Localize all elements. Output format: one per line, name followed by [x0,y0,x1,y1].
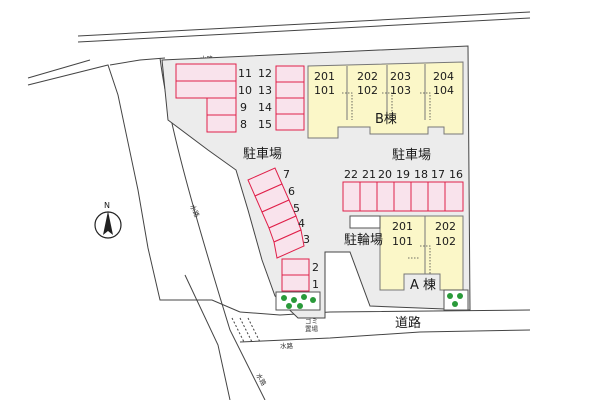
waterway-label-left: 水路 [188,203,202,219]
north-arrow: N [94,201,122,239]
parking-space-20 [376,181,395,212]
a-unit-102: 102 [435,235,456,248]
parking-label-19: 19 [396,168,410,181]
parking-label-5: 5 [293,202,300,215]
parking-label-3: 3 [303,233,310,246]
waterway-label-bottom: 水路 [280,341,294,350]
parking-block-lower [281,258,310,292]
parking-space-21 [359,181,378,212]
parking-area-label-right: 駐車場 [392,148,431,163]
parking-space-17 [427,181,446,212]
parking-area-label-left: 駐車場 [243,147,282,162]
a-unit-201: 201 [392,220,413,233]
parking-space-15 [275,113,305,131]
parking-space-19 [393,181,412,212]
parking-label-21: 21 [362,168,376,181]
building-a [379,215,464,291]
parking-space-14 [275,97,305,115]
parking-label-17: 17 [431,168,445,181]
building-b [307,61,464,139]
parking-space-3 [273,229,305,259]
parking-label-7: 7 [283,168,290,181]
a-unit-202: 202 [435,220,456,233]
parking-space-22 [342,181,361,212]
parking-block-center-row [342,181,464,212]
trees-left [275,291,321,311]
b-unit-104: 104 [433,84,454,97]
waterway-label-lower-left: 水路 [254,372,269,388]
building-b-name: B棟 [375,112,397,127]
bicycle-parking [349,215,381,229]
parking-label-12: 12 [258,67,272,80]
garbage-label-line2: 置場 [305,324,319,333]
road-label: 道路 [395,315,421,331]
parking-label-2: 2 [312,261,319,274]
parking-space-9 [206,97,237,116]
b-unit-101: 101 [314,84,335,97]
parking-space-12 [275,65,305,83]
bicycle-parking-label: 駐輪場 [344,232,383,248]
b-unit-204: 204 [433,70,454,83]
b-unit-103: 103 [390,84,411,97]
parking-space-16 [444,181,464,212]
b-unit-203: 203 [390,70,411,83]
parking-space-2 [281,258,310,276]
parking-label-18: 18 [414,168,428,181]
parking-label-11: 11 [238,67,252,80]
north-label: N [104,201,110,210]
parking-label-22: 22 [344,168,358,181]
parking-label-16: 16 [449,168,463,181]
building-a-name: A 棟 [410,278,436,293]
parking-space-18 [410,181,429,212]
garbage-label-line1: ゴミ [305,316,318,325]
parking-block-diagonal [247,167,305,259]
parking-label-15: 15 [258,118,272,131]
parking-label-4: 4 [298,217,305,230]
b-unit-102: 102 [357,84,378,97]
b-unit-202: 202 [357,70,378,83]
parking-space-10 [175,80,237,99]
parking-space-13 [275,81,305,99]
parking-label-9: 9 [240,101,247,114]
b-unit-201: 201 [314,70,335,83]
parking-label-13: 13 [258,84,272,97]
parking-space-11 [175,63,237,82]
parking-label-1: 1 [312,278,319,291]
parking-block-top-left-2 [275,65,305,131]
parking-label-10: 10 [238,84,252,97]
parking-space-8 [206,114,237,133]
a-unit-101: 101 [392,235,413,248]
trees-right [443,289,469,311]
parking-space-1 [281,274,310,292]
parking-block-top-left-1 [175,63,237,133]
parking-label-14: 14 [258,101,272,114]
parking-label-20: 20 [378,168,392,181]
parking-label-6: 6 [288,185,295,198]
parking-label-8: 8 [240,118,247,131]
